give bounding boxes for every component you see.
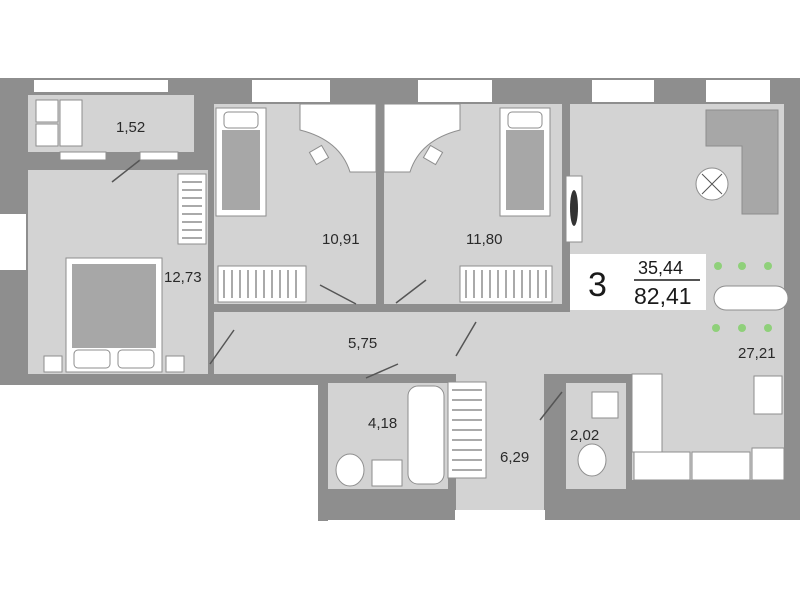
bed-single-icon: [215, 107, 267, 217]
window-front-door: [488, 510, 544, 520]
stove-icon: [751, 447, 785, 481]
chair-icon: [422, 144, 444, 166]
sofa-icon: [705, 109, 779, 215]
door-bedroom-3: [395, 279, 427, 304]
floor-hallway: [214, 312, 476, 374]
area-toilet: 2,02: [570, 427, 599, 444]
windows: [0, 80, 770, 520]
radiator-icon: [217, 265, 307, 303]
door-bedroom-2: [319, 284, 357, 305]
kitchen-living-furniture: [565, 109, 789, 481]
window-balcony: [34, 80, 168, 92]
area-bedroom-3: 11,80: [466, 231, 502, 248]
toilet-icon: [577, 443, 607, 477]
chair-icon: [308, 144, 330, 166]
area-bedroom-2: 10,91: [322, 231, 360, 248]
area-bathroom: 4,18: [368, 415, 397, 432]
window-bedroom-3: [418, 80, 492, 102]
door-toilet: [539, 391, 563, 421]
total-area: 82,41: [634, 283, 692, 309]
desk-icon: [299, 103, 377, 173]
fridge-icon: [753, 375, 783, 415]
door-hall: [455, 321, 477, 357]
sink-icon: [371, 459, 403, 487]
radiator-fins: [182, 181, 547, 471]
apartment-info-box: 3 35,44 82,41: [570, 254, 706, 310]
tv-icon: [570, 190, 578, 226]
balcony-furniture: [35, 99, 179, 161]
rooms-count: 3: [588, 266, 607, 304]
chair-icon: [35, 99, 59, 123]
railing: [139, 151, 179, 161]
floor-kitchen-lower: [476, 312, 784, 374]
sink-icon: [633, 451, 691, 481]
kitchen-cabinet: [691, 451, 751, 481]
kitchen-counter: [631, 373, 663, 453]
doors: [111, 159, 563, 421]
window-bedroom-2: [252, 80, 330, 102]
chair-icon: [59, 99, 83, 147]
door-balcony: [111, 159, 141, 183]
railing: [59, 151, 107, 161]
bed-single-icon: [499, 107, 551, 217]
area-kitchen-living: 27,21: [738, 345, 776, 362]
sink-icon: [591, 391, 619, 419]
beds: [43, 107, 551, 373]
plant-icon: [712, 262, 772, 332]
chair-icon: [35, 123, 59, 147]
toilet-icon: [335, 453, 365, 487]
dining-table: [713, 285, 789, 311]
area-hallway: 5,75: [348, 335, 377, 352]
room-labels: 1,52 12,73 10,91 11,80 5,75 4,18 6,29 2,…: [116, 119, 776, 466]
window-kitchen-2: [706, 80, 770, 102]
window-kitchen-1: [592, 80, 654, 102]
bathroom-fixtures: [335, 385, 619, 487]
bed-double-icon: [43, 257, 185, 373]
area-bedroom-main: 12,73: [164, 269, 202, 286]
living-area: 35,44: [638, 258, 683, 278]
door-bathroom: [365, 363, 399, 379]
radiator-icon: [177, 173, 207, 245]
area-corridor: 6,29: [500, 449, 529, 466]
desk-icon: [383, 103, 461, 173]
area-balcony: 1,52: [116, 119, 145, 136]
window-left: [0, 214, 26, 270]
desks: [299, 103, 461, 173]
bathtub-icon: [407, 385, 445, 485]
door-bedroom-main: [209, 329, 235, 365]
